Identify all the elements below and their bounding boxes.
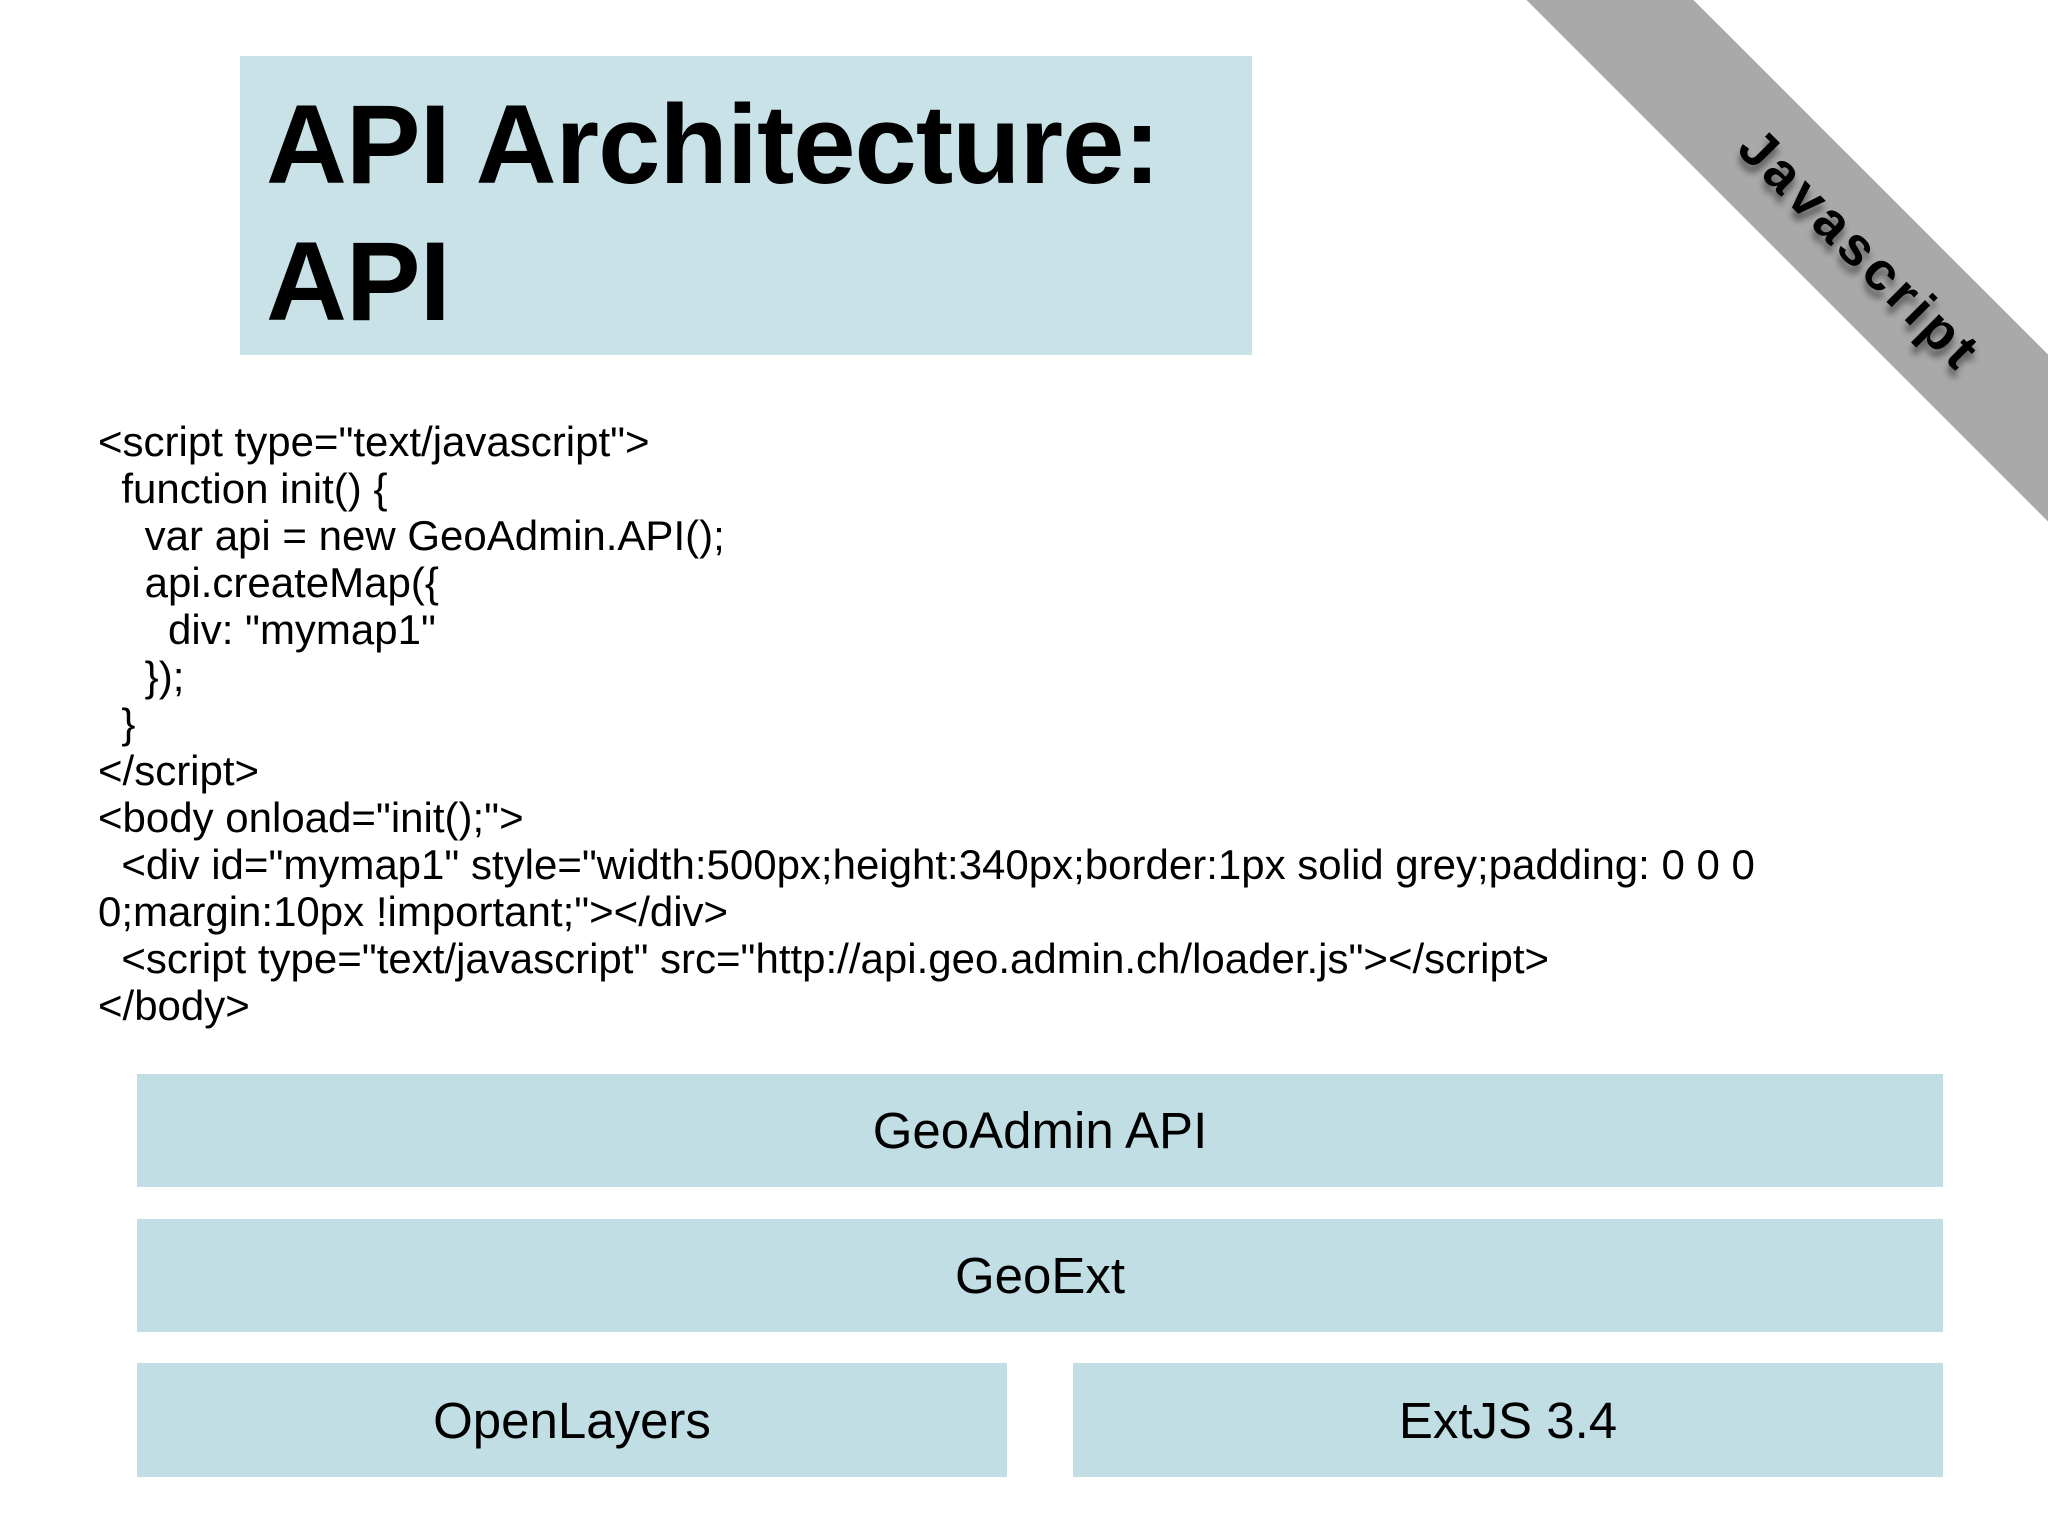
code-sample: <script type="text/javascript"> function… xyxy=(98,418,1998,1029)
layer-label-geoadmin-api: GeoAdmin API xyxy=(872,1102,1208,1159)
code-line: function init() { xyxy=(98,465,388,512)
title-box: API Architecture: API xyxy=(240,56,1252,355)
code-line: var api = new GeoAdmin.API(); xyxy=(98,512,725,559)
code-line: div: "mymap1" xyxy=(98,606,436,653)
layer-box-geoext: GeoExt xyxy=(137,1219,1943,1332)
code-line: <script type="text/javascript" src="http… xyxy=(98,935,1550,982)
layer-box-openlayers: OpenLayers xyxy=(137,1363,1007,1477)
layer-label-extjs: ExtJS 3.4 xyxy=(1398,1391,1618,1449)
code-line: 0;margin:10px !important;"></div> xyxy=(98,888,729,935)
ribbon-label: Javascript xyxy=(1726,116,1994,384)
layer-box-geoadmin-api: GeoAdmin API xyxy=(137,1074,1943,1187)
code-line: }); xyxy=(98,653,185,700)
code-line: } xyxy=(98,700,136,747)
code-line: </body> xyxy=(98,982,250,1029)
layer-label-geoext: GeoExt xyxy=(954,1247,1126,1304)
slide-title-line-2: API xyxy=(266,219,451,344)
code-line: <script type="text/javascript"> xyxy=(98,418,650,465)
code-line: <body onload="init();"> xyxy=(98,794,524,841)
code-line: api.createMap({ xyxy=(98,559,439,606)
code-line: </script> xyxy=(98,747,260,794)
layer-label-openlayers: OpenLayers xyxy=(433,1391,711,1449)
code-line: <div id="mymap1" style="width:500px;heig… xyxy=(98,841,1755,888)
layer-box-extjs: ExtJS 3.4 xyxy=(1073,1363,1943,1477)
slide-title-line-1: API Architecture: xyxy=(266,82,1161,207)
